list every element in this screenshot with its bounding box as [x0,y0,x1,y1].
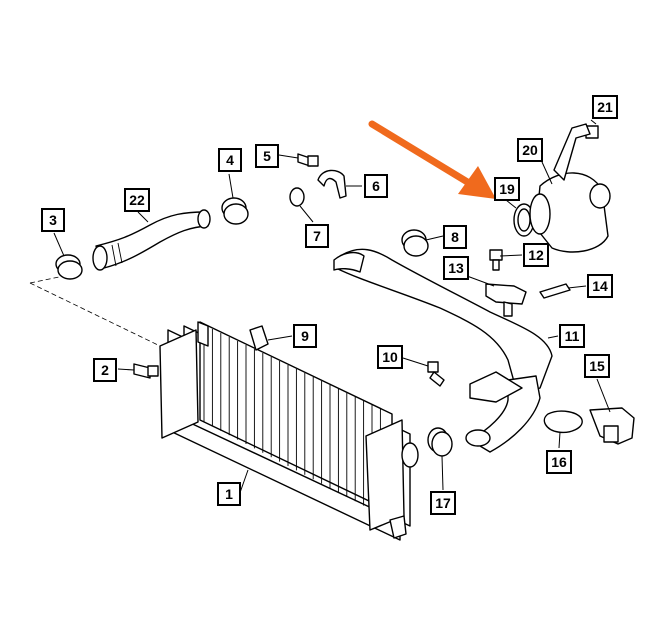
callout-10: 10 [377,345,403,369]
bracket-part-14 [539,283,571,299]
callout-20: 20 [517,138,543,162]
svg-text:14: 14 [592,278,608,294]
clamp-part-6 [317,169,347,199]
svg-text:22: 22 [129,192,145,208]
callout-12: 12 [523,243,549,267]
clip-part-9 [249,325,269,351]
hose-part-22 [92,209,211,271]
svg-text:12: 12 [528,247,544,263]
callout-17: 17 [430,491,456,515]
callout-4: 4 [218,148,242,172]
reference-line-left [29,282,161,347]
callout-14: 14 [587,274,613,298]
svg-text:11: 11 [565,328,580,344]
bolt-part-10 [427,361,445,387]
svg-text:20: 20 [522,142,538,158]
callout-13: 13 [443,256,469,280]
callout-2: 2 [93,358,117,382]
highlight-arrow [368,120,496,199]
svg-text:3: 3 [49,212,57,228]
callout-3: 3 [41,208,65,232]
svg-text:2: 2 [101,362,109,378]
svg-text:4: 4 [226,152,234,168]
callout-11: 11 [559,324,585,348]
gasket-part-16 [543,410,583,434]
sensor-part-13 [485,283,527,317]
callout-6: 6 [364,174,388,198]
svg-text:17: 17 [435,495,451,511]
svg-text:16: 16 [551,454,567,470]
svg-text:5: 5 [263,148,271,164]
svg-text:21: 21 [597,99,613,115]
callout-8: 8 [443,225,467,249]
callout-16: 16 [546,450,572,474]
callout-15: 15 [584,354,610,378]
callout-5: 5 [255,144,279,168]
bolt-part-2 [133,363,159,379]
callout-1: 1 [217,482,241,506]
svg-text:1: 1 [225,486,233,502]
clamp-part-8 [401,229,429,257]
duct-part-11 [333,248,553,453]
svg-text:6: 6 [372,178,380,194]
callout-9: 9 [293,324,317,348]
callout-22: 22 [124,188,150,212]
callout-21: 21 [592,95,618,119]
svg-text:7: 7 [313,228,321,244]
svg-text:13: 13 [448,260,464,276]
svg-text:15: 15 [589,358,605,374]
callout-19: 19 [494,177,520,201]
clamp-part-17 [427,427,453,457]
clamp-part-4 [221,197,249,225]
intercooler [159,321,419,541]
svg-text:10: 10 [382,349,398,365]
connector-part-15 [589,407,635,445]
reference-line-top [29,275,65,284]
svg-text:8: 8 [451,229,459,245]
callout-7: 7 [305,224,329,248]
svg-text:19: 19 [499,181,515,197]
svg-text:9: 9 [301,328,309,344]
seal-part-7 [289,187,305,207]
leader-lines [53,119,611,505]
bolt-part-12 [489,249,503,271]
housing-part-20 [529,123,611,253]
bolt-part-5 [297,153,319,167]
clamp-part-3 [55,254,83,280]
